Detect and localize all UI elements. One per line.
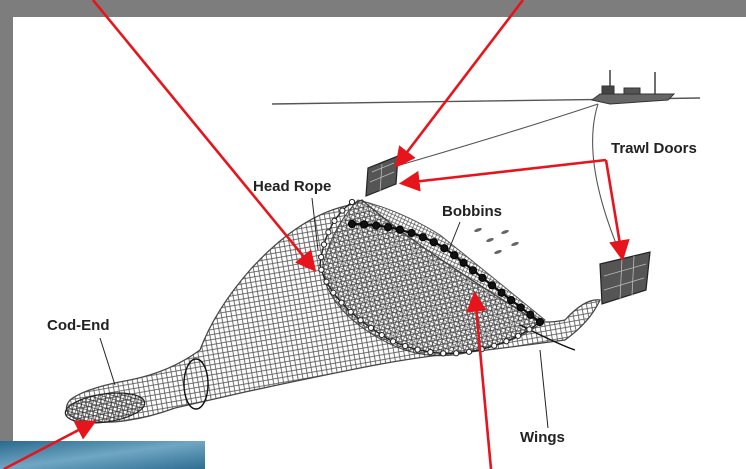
bobbin-bead: [360, 221, 367, 228]
head-rope-float: [332, 218, 337, 223]
head-rope-float: [390, 339, 395, 344]
head-rope-float: [319, 267, 324, 272]
bobbin-bead: [460, 259, 467, 266]
label-cod-end: Cod-End: [47, 317, 109, 334]
bobbin-bead: [441, 245, 448, 252]
bobbin-bead: [384, 224, 391, 231]
head-rope-float: [403, 343, 408, 348]
head-rope-float: [379, 332, 384, 337]
label-head-rope: Head Rope: [253, 178, 331, 195]
bobbin-bead: [419, 234, 426, 241]
head-rope-float: [492, 343, 497, 348]
head-rope-float: [358, 318, 363, 323]
bobbin-bead: [479, 274, 486, 281]
head-rope-float: [319, 255, 324, 260]
head-rope-float: [368, 325, 373, 330]
head-rope-float: [339, 300, 344, 305]
head-rope-float: [324, 279, 329, 284]
bobbin-bead: [536, 318, 543, 325]
bobbin-bead: [508, 296, 515, 303]
bobbin-bead: [498, 289, 505, 296]
head-rope-float: [321, 242, 326, 247]
head-rope-float: [415, 347, 420, 352]
head-rope-float: [349, 199, 354, 204]
bobbin-bead: [396, 226, 403, 233]
label-wings: Wings: [520, 429, 565, 446]
bobbin-bead: [348, 220, 355, 227]
label-trawl-doors: Trawl Doors: [611, 140, 697, 157]
head-rope-float: [516, 333, 521, 338]
bobbin-bead: [408, 229, 415, 236]
head-rope-float: [340, 208, 345, 213]
label-bobbins: Bobbins: [442, 203, 502, 220]
head-rope-float: [527, 327, 532, 332]
head-rope-float: [428, 350, 433, 355]
head-rope-float: [441, 351, 446, 356]
bobbin-bead: [527, 311, 534, 318]
bobbin-bead: [469, 267, 476, 274]
bobbin-bead: [373, 222, 380, 229]
bobbin-bead: [430, 239, 437, 246]
bobbin-bead: [488, 282, 495, 289]
bobbin-bead: [451, 252, 458, 259]
head-rope-float: [454, 351, 459, 356]
head-rope-float: [466, 349, 471, 354]
head-rope-float: [348, 309, 353, 314]
head-rope-float: [326, 230, 331, 235]
head-rope-float: [331, 290, 336, 295]
head-rope-float: [504, 339, 509, 344]
bobbin-bead: [517, 304, 524, 311]
